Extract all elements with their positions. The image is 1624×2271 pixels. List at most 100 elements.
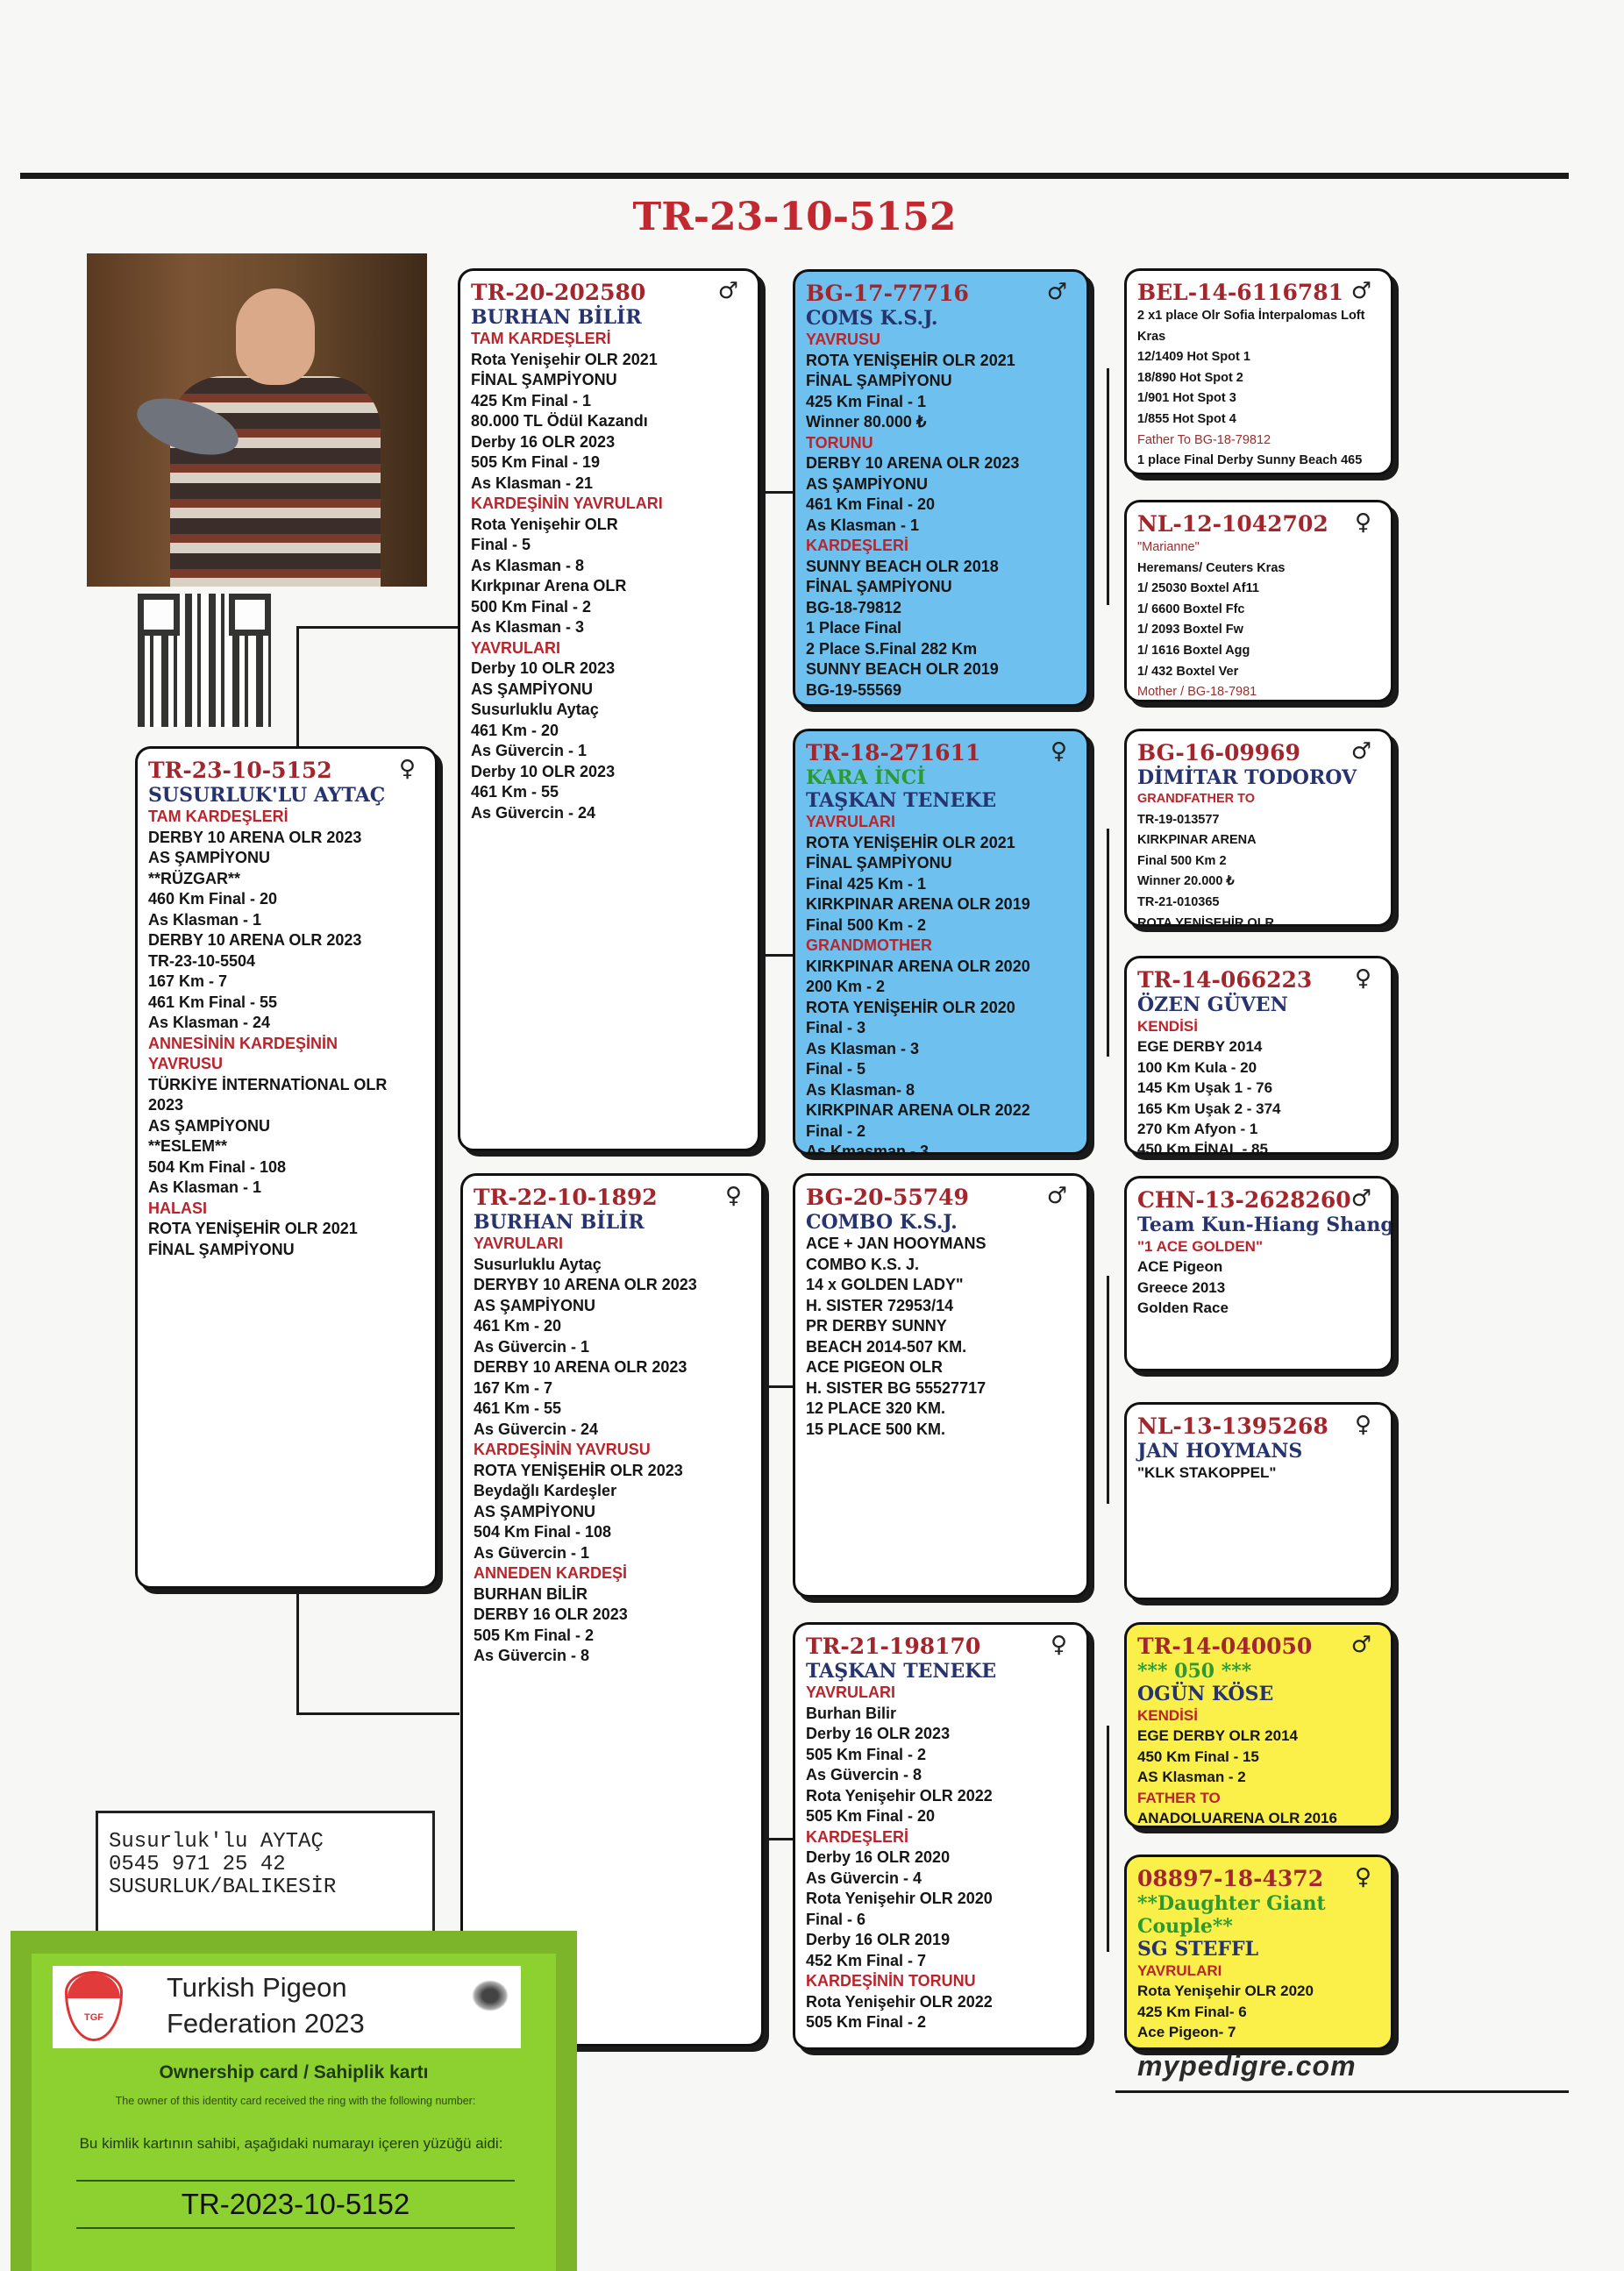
info-line: KIRKPINAR ARENA OLR 2020 xyxy=(806,957,1030,975)
info-line: DERBY 10 ARENA OLR 2023 xyxy=(148,931,362,949)
breeder-name: Team Kun-Hiang Shang xyxy=(1137,1214,1393,1236)
section-heading: FATHER TO xyxy=(1137,1789,1221,1806)
info-line: 505 Km Final - 2 xyxy=(474,1626,595,1644)
info-line: As Güvercin - 1 xyxy=(471,742,588,759)
info-line: 461 Km - 55 xyxy=(474,1399,562,1417)
info-line: Derby 16 OLR 2020 xyxy=(806,1848,951,1866)
section-heading: KARDEŞİNİN YAVRULARI xyxy=(471,495,663,512)
info-line: As Güvercin - 24 xyxy=(471,803,596,822)
card-text-tr: Bu kimlik kartının sahibi, aşağıdaki num… xyxy=(79,2135,503,2152)
info-line: 461 Km - 20 xyxy=(471,721,559,739)
section-heading: YAVRULARI xyxy=(806,813,896,830)
bottom-rule xyxy=(1115,2090,1569,2093)
brand-watermark: mypedigre.com xyxy=(1137,2050,1357,2082)
info-line: 200 Km - 2 xyxy=(806,978,886,995)
info-line: As Klasman - 21 xyxy=(471,473,594,492)
info-line: Ace Pigeon- 7 xyxy=(1137,2024,1236,2041)
info-line: EGE DERBY OLR 2014 xyxy=(1137,1727,1298,1745)
info-line: AS ŞAMPİYONU xyxy=(474,1502,596,1520)
info-line: AS ŞAMPİYONU xyxy=(474,1296,596,1314)
info-line: 18/890 Hot Spot 2 xyxy=(1137,370,1243,385)
info-line: 2023 xyxy=(148,1096,184,1114)
info-line: 1/901 Hot Spot 3 xyxy=(1137,391,1236,406)
info-line: Rota Yenişehir OLR 2022 xyxy=(806,1786,993,1805)
info-line: KIRKPINAR ARENA OLR 2022 xyxy=(806,1101,1030,1119)
info-line: AS ŞAMPİYONU xyxy=(471,680,594,698)
female-icon: ♀ xyxy=(1050,1632,1067,1658)
info-line: Golden Race xyxy=(1137,1299,1229,1317)
card-heading: Ownership card / Sahiplik kartı xyxy=(159,2062,429,2082)
info-line: 425 Km Final - 1 xyxy=(806,392,927,410)
ring-id: TR-22-10-1892 xyxy=(474,1185,658,1210)
info-line: Rota Yenişehir OLR 2020 xyxy=(806,1890,993,1907)
ring-id: 08897-18-4372 xyxy=(1137,1866,1324,1891)
connector xyxy=(763,954,793,957)
info-line: 1/ 6600 Boxtel Ffc xyxy=(1137,602,1245,616)
info-line: Derby 16 OLR 2019 xyxy=(806,1931,951,1948)
info-line: 167 Km - 7 xyxy=(474,1378,553,1397)
ring-id: BG-17-77716 xyxy=(806,281,969,306)
male-icon: ♂ xyxy=(1350,1185,1371,1212)
section-heading: TORUNU xyxy=(806,433,873,452)
qr-code[interactable] xyxy=(138,594,271,727)
info-line: Kırkpınar Arena OLR xyxy=(471,577,627,594)
info-line: 14 x GOLDEN LADY" xyxy=(806,1276,964,1293)
pigeon-card[interactable]: ♀NL-12-1042702"Marianne"Heremans/ Ceuter… xyxy=(1124,500,1393,702)
section-heading: KARDEŞLERİ xyxy=(806,1827,909,1846)
section-heading: KARDEŞİNİN TORUNU xyxy=(806,1972,976,1990)
info-line: EGE DERBY 2014 xyxy=(1137,1038,1263,1056)
info-line: AS ŞAMPİYONU xyxy=(148,849,271,866)
federation-shield-icon: TGF xyxy=(65,1971,123,2041)
info-line: 425 Km Final- 6 xyxy=(1137,2003,1247,2020)
info-line: PR DERBY SUNNY xyxy=(806,1317,947,1335)
info-line: 1/ 2093 Boxtel Fw xyxy=(1137,623,1243,637)
info-line: ANADOLUARENA OLR 2016 xyxy=(1137,1810,1337,1827)
male-icon: ♂ xyxy=(1046,1183,1067,1209)
org-name-line2: Federation 2023 xyxy=(167,2008,365,2039)
info-line: DERBY 16 OLR 2023 xyxy=(474,1605,628,1623)
info-line: 80.000 TL Ödül Kazandı xyxy=(471,412,648,430)
ring-id: TR-21-198170 xyxy=(806,1634,981,1659)
female-icon: ♀ xyxy=(398,756,416,782)
connector xyxy=(1107,1276,1109,1504)
section-heading: HALASI xyxy=(148,1199,207,1217)
info-line: ACE PIGEON OLR xyxy=(806,1358,944,1376)
breeder-name: TAŞKAN TENEKE xyxy=(806,789,997,812)
info-line: H. SISTER BG 55527717 xyxy=(806,1378,987,1397)
info-line: 450 Km FİNAL - 85 xyxy=(1137,1141,1268,1155)
info-line: As Klasman- 8 xyxy=(806,1080,915,1099)
connector xyxy=(766,1385,769,1840)
breeder-name: SUSURLUK'LU AYTAÇ xyxy=(148,784,386,807)
info-line: DERBY 10 ARENA OLR 2023 xyxy=(148,828,362,846)
section-heading: "1 ACE GOLDEN" xyxy=(1137,1238,1264,1255)
info-line: 505 Km Final - 20 xyxy=(806,1807,936,1825)
male-icon: ♂ xyxy=(1350,278,1371,304)
info-line: BEACH 2014-507 KM. xyxy=(806,1337,967,1356)
info-line: Derby 16 OLR 2023 xyxy=(471,432,616,451)
info-line: Final - 5 xyxy=(806,1060,866,1078)
ring-id: CHN-13-2628260 xyxy=(1137,1187,1351,1213)
info-line: Final 425 Km - 1 xyxy=(806,874,927,893)
info-line: As Güvercin - 8 xyxy=(806,1766,922,1783)
info-line: KIRKPINAR ARENA OLR 2019 xyxy=(806,895,1030,913)
connector xyxy=(296,1589,299,1714)
info-line: 12 PLACE 320 KM. xyxy=(806,1399,946,1417)
card-text-en: The owner of this identity card received… xyxy=(115,2095,476,2107)
ring-id: TR-14-066223 xyxy=(1137,967,1313,993)
info-line: 500 Km Final - 2 xyxy=(471,597,592,616)
info-line: ROTA YENİŞEHİR OLR 2020 xyxy=(806,998,1015,1016)
